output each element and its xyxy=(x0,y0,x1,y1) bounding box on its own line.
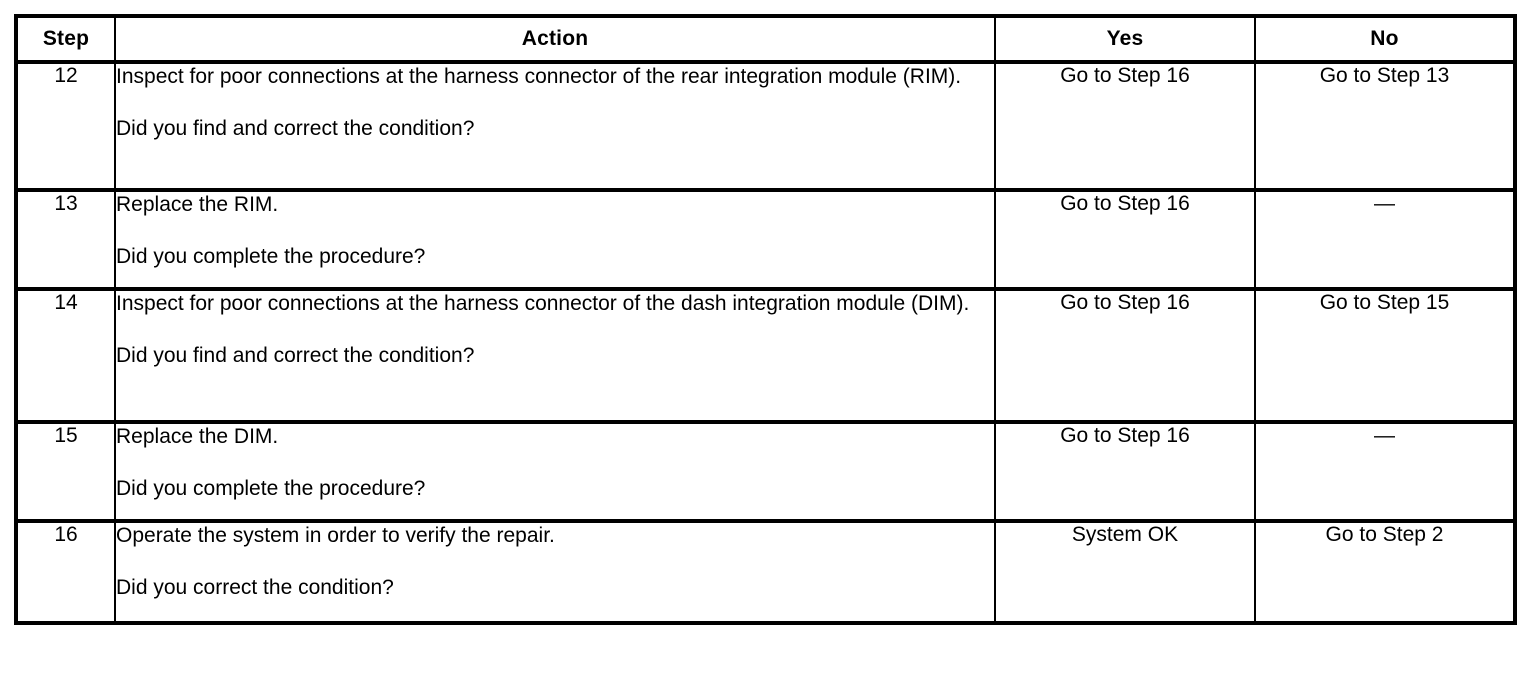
action-spacer xyxy=(116,549,994,575)
action-spacer xyxy=(116,90,994,116)
step-number: 13 xyxy=(15,188,116,290)
column-header-action: Action xyxy=(114,15,996,64)
step-number: 15 xyxy=(15,420,116,522)
table-row: 12 Inspect for poor connections at the h… xyxy=(15,61,1516,191)
step-number: 14 xyxy=(15,287,116,423)
no-result: Go to Step 13 xyxy=(1254,61,1516,191)
step-number: 16 xyxy=(15,519,116,624)
step-action: Replace the RIM. Did you complete the pr… xyxy=(114,188,996,290)
no-result: — xyxy=(1254,188,1516,290)
step-number: 12 xyxy=(15,61,116,191)
step-action: Inspect for poor connections at the harn… xyxy=(114,61,996,191)
action-spacer xyxy=(116,218,994,244)
no-result: Go to Step 2 xyxy=(1254,519,1516,624)
column-header-no: No xyxy=(1254,15,1516,64)
table-body: 12 Inspect for poor connections at the h… xyxy=(15,61,1516,624)
yes-result: System OK xyxy=(994,519,1256,624)
step-action: Operate the system in order to verify th… xyxy=(114,519,996,624)
action-instruction: Inspect for poor connections at the harn… xyxy=(116,65,962,88)
table-row: 14 Inspect for poor connections at the h… xyxy=(15,287,1516,423)
table-row: 13 Replace the RIM. Did you complete the… xyxy=(15,188,1516,290)
action-instruction: Replace the RIM. xyxy=(116,193,279,216)
yes-result: Go to Step 16 xyxy=(994,61,1256,191)
yes-result: Go to Step 16 xyxy=(994,287,1256,423)
action-spacer xyxy=(116,450,994,476)
action-question: Did you complete the procedure? xyxy=(116,245,426,268)
action-instruction: Inspect for poor connections at the harn… xyxy=(116,292,970,315)
column-header-step: Step xyxy=(15,15,116,64)
action-instruction: Replace the DIM. xyxy=(116,425,279,448)
step-action: Inspect for poor connections at the harn… xyxy=(114,287,996,423)
yes-result: Go to Step 16 xyxy=(994,420,1256,522)
table-row: 15 Replace the DIM. Did you complete the… xyxy=(15,420,1516,522)
table-header: Step Action Yes No xyxy=(15,15,1516,64)
action-question: Did you complete the procedure? xyxy=(116,477,426,500)
table-header-row: Step Action Yes No xyxy=(15,15,1516,64)
yes-result: Go to Step 16 xyxy=(994,188,1256,290)
step-action: Replace the DIM. Did you complete the pr… xyxy=(114,420,996,522)
action-question: Did you correct the condition? xyxy=(116,576,394,599)
action-spacer xyxy=(116,317,994,343)
action-question: Did you find and correct the condition? xyxy=(116,344,475,367)
diagnostic-step-table: Step Action Yes No 12 Inspect for poor c… xyxy=(14,14,1517,625)
action-question: Did you find and correct the condition? xyxy=(116,117,475,140)
column-header-yes: Yes xyxy=(994,15,1256,64)
no-result: Go to Step 15 xyxy=(1254,287,1516,423)
no-result: — xyxy=(1254,420,1516,522)
action-instruction: Operate the system in order to verify th… xyxy=(116,524,555,547)
table-row: 16 Operate the system in order to verify… xyxy=(15,519,1516,624)
